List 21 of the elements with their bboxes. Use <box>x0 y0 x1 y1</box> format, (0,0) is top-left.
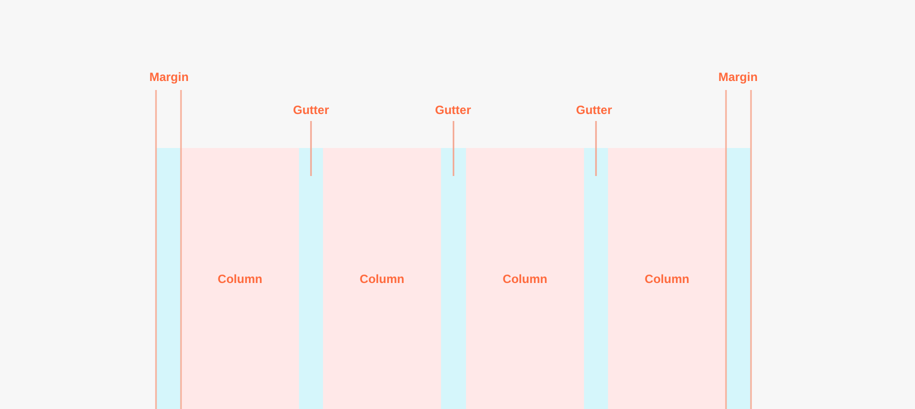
gutter-strip <box>299 148 323 409</box>
column-area <box>323 148 441 409</box>
column-label: Column <box>502 272 548 286</box>
leader-line <box>310 121 312 176</box>
column-area <box>181 148 299 409</box>
gutter-strip <box>441 148 466 409</box>
gutter-label: Gutter <box>576 103 612 117</box>
gutter-label: Gutter <box>293 103 329 117</box>
margin-label: Margin <box>718 70 758 84</box>
column-area <box>608 148 726 409</box>
leader-line <box>452 121 454 176</box>
gutter-strip <box>584 148 608 409</box>
column-area <box>466 148 584 409</box>
column-label: Column <box>644 272 690 286</box>
gutter-label: Gutter <box>435 103 471 117</box>
leader-line <box>595 121 597 176</box>
column-label: Column <box>218 272 262 286</box>
column-label: Column <box>360 272 404 286</box>
margin-label: Margin <box>149 70 189 84</box>
margin-strip <box>156 148 181 409</box>
margin-strip <box>726 148 751 409</box>
